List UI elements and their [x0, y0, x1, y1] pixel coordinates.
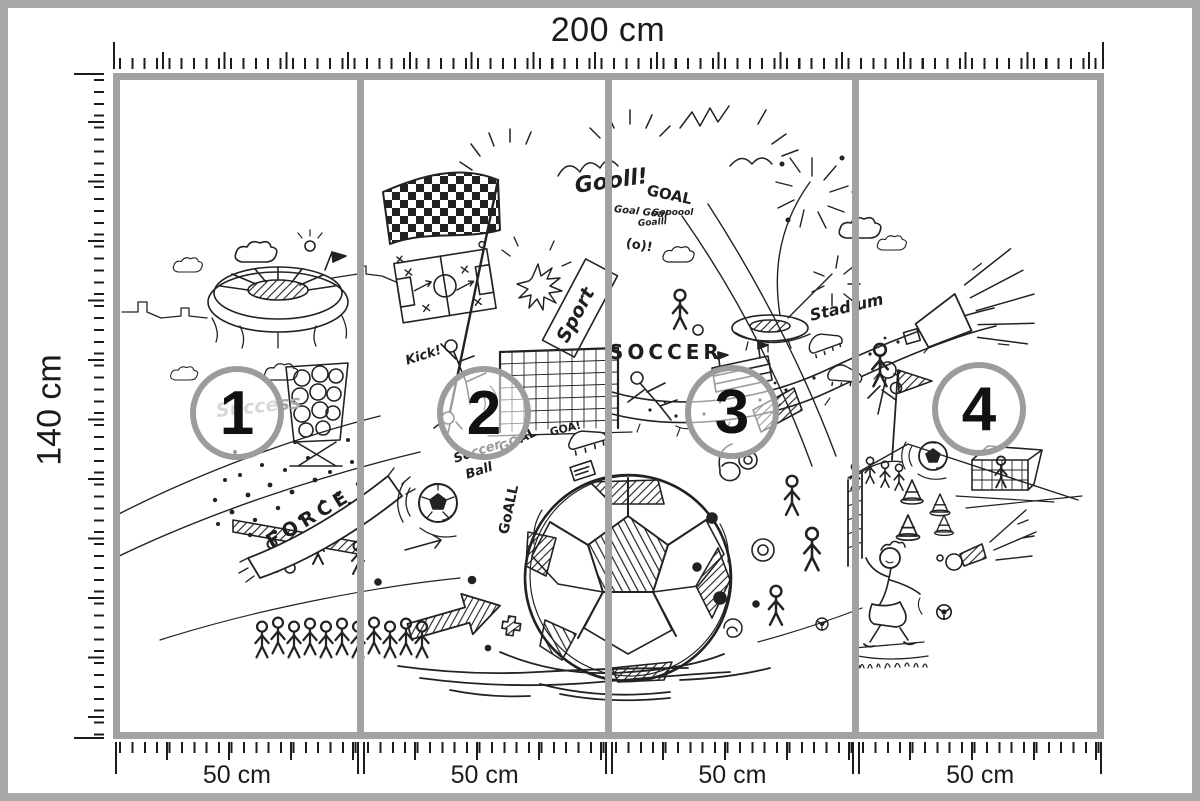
- segment-width-label: 50 cm: [450, 761, 519, 789]
- plus-doodle: [501, 615, 522, 637]
- tactics-board-doodle: [393, 240, 497, 324]
- bottom-ruler-segment-3: 50 cm: [608, 742, 857, 790]
- sport-sign-doodle: [541, 258, 619, 358]
- small-soccer-ball-doodle: [397, 481, 458, 538]
- cleat-doodle: [568, 430, 607, 456]
- panel-divider-2: [605, 73, 612, 739]
- panel-number: 1: [219, 378, 255, 448]
- team-lineup-doodle: [254, 616, 430, 659]
- big-soccer-ball-doodle: [523, 473, 733, 683]
- panel-number: 3: [714, 377, 750, 447]
- panel-number-badge-2: 2: [437, 366, 531, 460]
- starburst-doodle: [501, 236, 572, 311]
- left-ruler-ticks: [74, 73, 104, 739]
- tiny-scribble-text: [855, 662, 928, 669]
- panel-number: 2: [466, 378, 502, 448]
- ball-basket-doodle: [285, 362, 349, 467]
- small-goal-doodle: [955, 445, 1083, 509]
- segment-width-label: 50 cm: [946, 761, 1015, 789]
- small-stadium-doodle: [731, 314, 811, 353]
- bottom-ruler-segment-4: 50 cm: [856, 742, 1104, 790]
- segment-width-label: 50 cm: [202, 761, 271, 789]
- card-doodle: [569, 459, 597, 482]
- segment-width-label: 50 cm: [698, 761, 767, 789]
- bottom-ruler-segment-2: 50 cm: [360, 742, 609, 790]
- big-arrow-doodle: [406, 592, 501, 641]
- spiral-doodles: [692, 450, 775, 638]
- height-dimension-label: 140 cm: [30, 354, 69, 466]
- panel-divider-3: [852, 73, 859, 739]
- panel-number-badge-1: 1: [190, 366, 284, 460]
- top-ruler-ticks: [113, 42, 1104, 69]
- panel-number: 4: [961, 374, 997, 444]
- megaphone-doodle: [867, 248, 1035, 415]
- panel-divider-1: [357, 73, 364, 739]
- panel-number-badge-4: 4: [932, 362, 1026, 456]
- whistle-doodle: [936, 509, 1037, 571]
- ball-shadow-scribble: [397, 651, 771, 702]
- panel-number-badge-3: 3: [685, 365, 779, 459]
- keeper-doodle: [627, 371, 693, 430]
- rolling-ball-doodle: [901, 441, 948, 480]
- bottom-ruler-segment-1: 50 cm: [113, 742, 361, 790]
- stadium-doodle: [121, 229, 397, 349]
- sliding-player-doodle: [853, 540, 953, 660]
- sparkle-doodles: [459, 105, 799, 177]
